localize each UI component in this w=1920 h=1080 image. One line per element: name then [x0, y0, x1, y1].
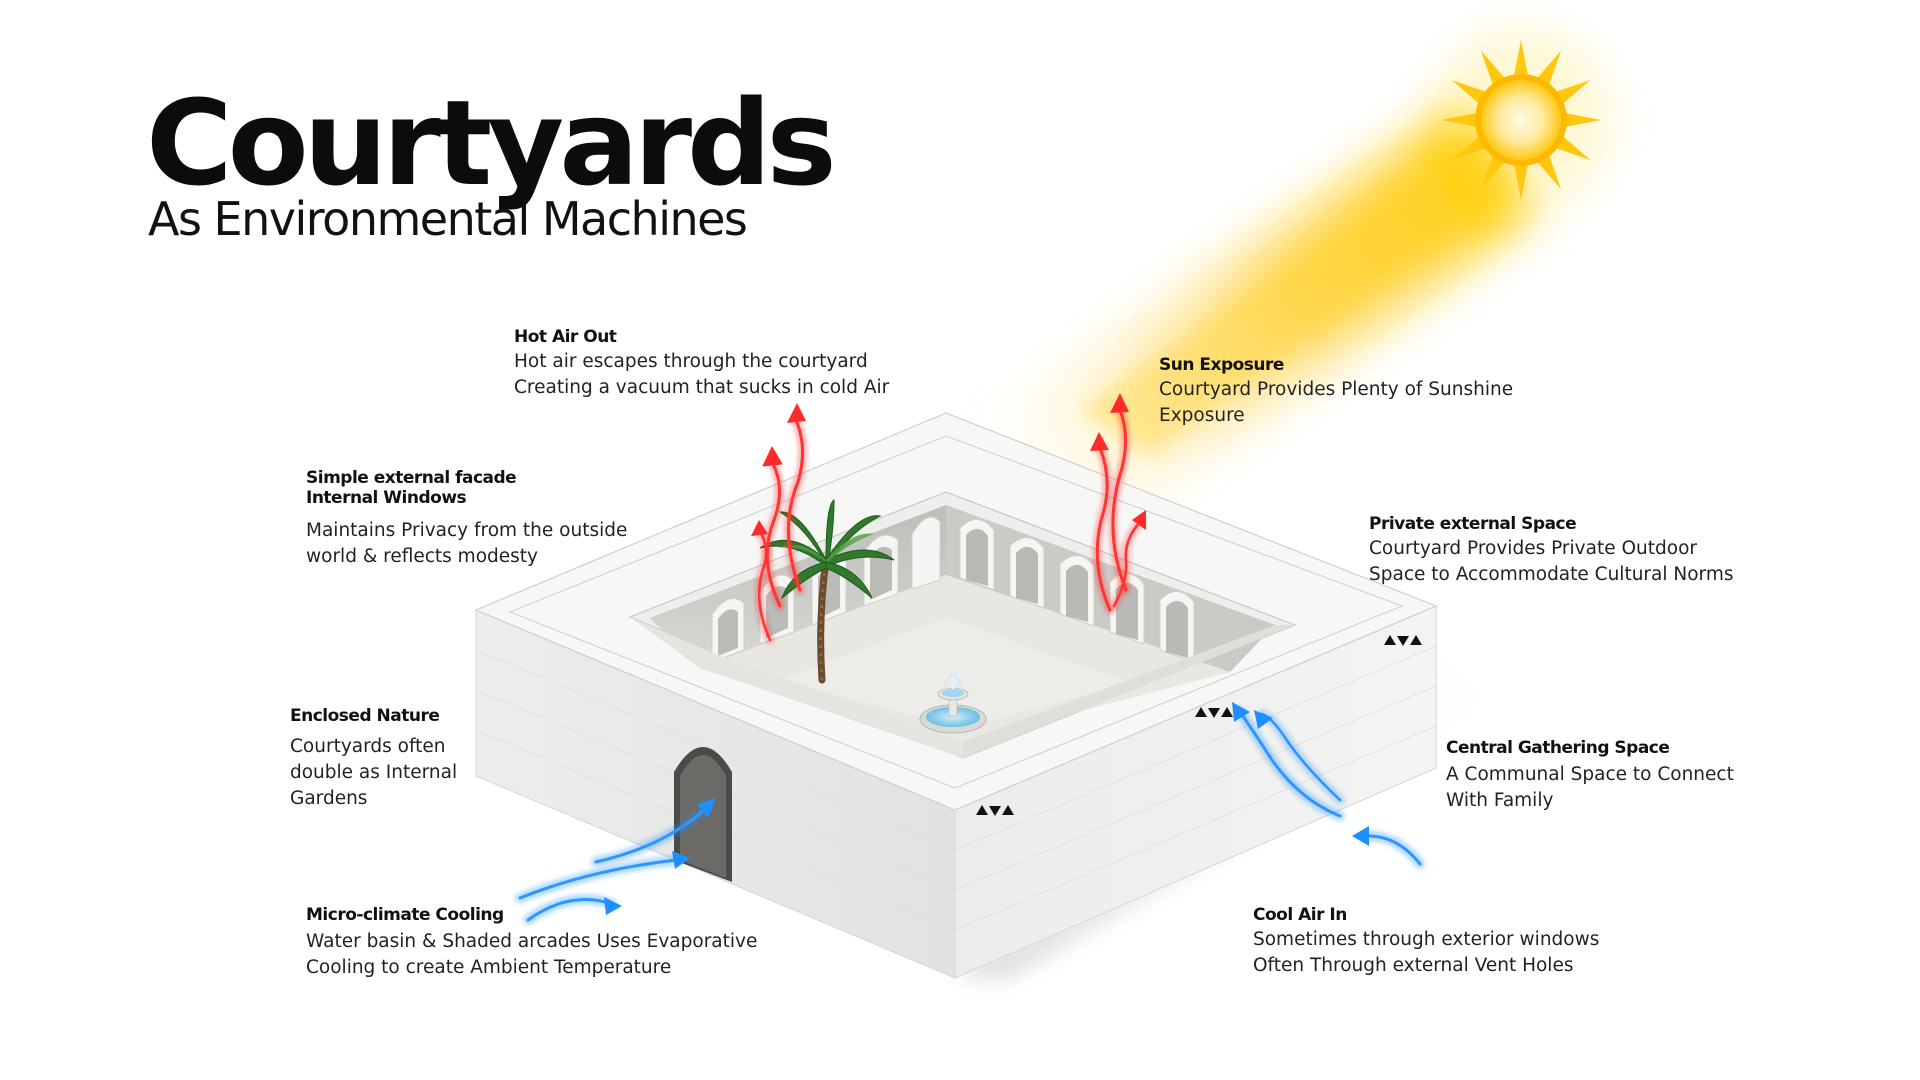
callout-line: Gardens [290, 788, 368, 809]
cool-air-arrow-icon [515, 851, 690, 903]
sun-icon [1431, 30, 1611, 210]
callout-line: Courtyard Provides Private Outdoor [1369, 538, 1697, 559]
callout-body: Maintains Privacy from the outside world… [306, 518, 627, 570]
callout-title: Cool Air In [1253, 905, 1347, 925]
callout-title: Hot Air Out [514, 327, 617, 347]
callout-body: Courtyards often double as Internal Gard… [290, 734, 457, 812]
callout-body: Water basin & Shaded arcades Uses Evapor… [306, 929, 757, 981]
callout-line: Hot air escapes through the courtyard [514, 351, 868, 372]
cool-air-arrow-icon [1254, 709, 1345, 805]
callout-body: Courtyard Provides Plenty of Sunshine Ex… [1159, 377, 1513, 429]
callout-title: Simple external facade [306, 468, 517, 488]
callout-hot-air-out: Hot Air Out Hot air escapes through the … [514, 327, 889, 401]
hot-air-arrow-icon [751, 520, 775, 645]
callout-title: Enclosed Nature [290, 706, 440, 726]
callout-micro-climate: Micro-climate Cooling Water basin & Shad… [306, 905, 757, 981]
callout-line: world & reflects modesty [306, 546, 538, 567]
callout-line: Space to Accommodate Cultural Norms [1369, 564, 1734, 585]
callout-title: Micro-climate Cooling [306, 905, 504, 925]
cool-air-arrows [515, 702, 1425, 925]
callout-line: Courtyard Provides Plenty of Sunshine [1159, 379, 1514, 400]
callout-simple-facade: Simple external facade Internal Windows … [306, 468, 627, 570]
page-subtitle: As Environmental Machines [148, 192, 748, 246]
hot-air-arrow-icon [1108, 393, 1131, 595]
cool-air-arrow-icon [591, 798, 716, 867]
courtyard-building [474, 412, 1438, 979]
callout-private-space: Private external Space Courtyard Provide… [1369, 514, 1733, 588]
callout-title: Sun Exposure [1159, 355, 1284, 375]
hot-air-arrow-icon [1090, 432, 1115, 615]
fountain-icon [919, 669, 987, 734]
callout-central-gathering: Central Gathering Space A Communal Space… [1446, 738, 1734, 814]
callout-title: Private external Space [1369, 514, 1577, 534]
hot-air-arrow-icon [1109, 510, 1146, 611]
callout-line: Sometimes through exterior windows [1253, 929, 1600, 950]
vent-icon [976, 805, 1014, 816]
callout-line: Cooling to create Ambient Temperature [306, 957, 672, 978]
page-title: Courtyards [146, 74, 837, 212]
callout-line: double as Internal [290, 762, 458, 783]
callout-title: Central Gathering Space [1446, 738, 1670, 758]
callout-enclosed-nature: Enclosed Nature Courtyards often double … [290, 706, 457, 812]
callout-line: A Communal Space to Connect [1446, 764, 1734, 785]
callout-body: A Communal Space to Connect With Family [1446, 762, 1734, 814]
hot-air-arrows [751, 393, 1146, 645]
callout-line: Courtyards often [290, 736, 446, 757]
hot-air-arrow-icon [783, 403, 808, 595]
cool-air-arrow-icon [1232, 702, 1345, 821]
callout-line: Often Through external Vent Holes [1253, 955, 1574, 976]
callout-line: Exposure [1159, 405, 1245, 426]
callout-body: Courtyard Provides Private Outdoor Space… [1369, 536, 1733, 588]
callout-line: Creating a vacuum that sucks in cold Air [514, 377, 890, 398]
vent-icon [1384, 635, 1422, 646]
palm-tree-icon [759, 499, 895, 684]
callout-sun-exposure: Sun Exposure Courtyard Provides Plenty o… [1159, 355, 1513, 429]
callout-body: Sometimes through exterior windows Often… [1253, 927, 1599, 979]
callout-body: Hot air escapes through the courtyard Cr… [514, 349, 889, 401]
cool-air-arrow-icon [523, 894, 622, 925]
vent-icon [1195, 707, 1233, 718]
callout-title: Internal Windows [306, 488, 467, 508]
cool-air-arrow-icon [1352, 826, 1425, 869]
hot-air-arrow-icon [762, 446, 785, 611]
callout-line: Water basin & Shaded arcades Uses Evapor… [306, 931, 758, 952]
callout-line: With Family [1446, 790, 1554, 811]
callout-line: Maintains Privacy from the outside [306, 520, 628, 541]
callout-cool-air-in: Cool Air In Sometimes through exterior w… [1253, 905, 1599, 979]
